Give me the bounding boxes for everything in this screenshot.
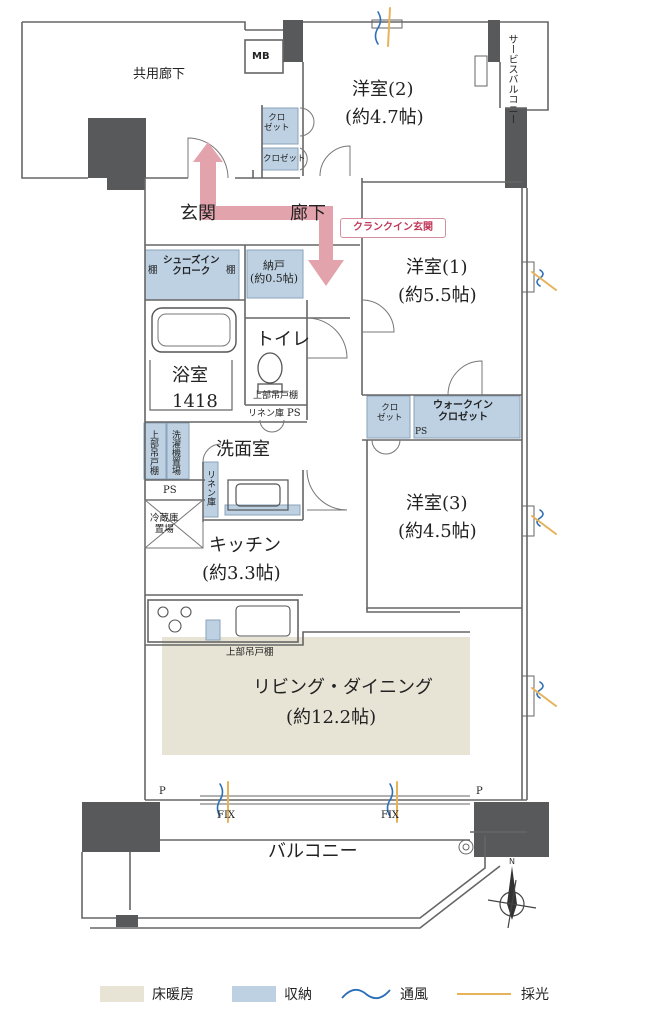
wall-lines	[21, 21, 549, 929]
balcony-label: バルコニー	[268, 841, 358, 862]
corridor-label: 共用廊下	[133, 67, 186, 82]
upper-cabinet-kitchen: 上部吊戸棚	[226, 647, 274, 658]
room1-name: 洋室(1)	[406, 257, 468, 278]
fridge-label: 冷蔵庫 置場	[150, 513, 179, 535]
ps-c-label: PS	[163, 485, 177, 496]
legend-floor-heating-label: 床暖房	[152, 987, 194, 1003]
storeroom-label: 納戸 (約0.5帖)	[250, 259, 299, 285]
daylight-icon	[457, 993, 511, 995]
ps-b-label: PS	[415, 427, 428, 437]
living-name: リビング・ダイニング	[253, 677, 433, 698]
hallway-label: 廊下	[290, 203, 326, 224]
bathtub	[149, 307, 237, 411]
ventilation-markers	[216, 7, 557, 823]
walls	[82, 20, 549, 927]
closet-a: クロ ゼット	[264, 113, 290, 133]
shoes-in-cloak-label: シューズイン クローク	[163, 255, 220, 277]
legend-ventilation-label: 通風	[400, 987, 428, 1003]
storage-areas	[143, 107, 521, 641]
room3-name: 洋室(3)	[406, 493, 468, 514]
legend-ventilation: 通風	[340, 983, 428, 1005]
entrance-label: 玄関	[180, 203, 216, 224]
room2-name: 洋室(2)	[352, 79, 414, 100]
washbasin	[227, 479, 289, 511]
storage-swatch	[232, 986, 276, 1002]
p-left-label: P	[159, 786, 166, 797]
legend-storage: 収納	[232, 983, 312, 1005]
shelf-left-label: 棚	[148, 265, 158, 276]
toilet-fixture	[257, 352, 283, 393]
toilet-label: トイレ	[256, 329, 310, 350]
legend-daylight-label: 採光	[521, 987, 549, 1003]
p-right-label: P	[476, 786, 483, 797]
fix-left-label: FIX	[217, 810, 236, 821]
linen-b-label: リネン庫	[205, 470, 215, 506]
ventilation-icon	[341, 988, 391, 1000]
room3-size: (約4.5帖)	[398, 521, 477, 542]
svg-text:N: N	[509, 857, 515, 866]
kitchen-size: (約3.3帖)	[202, 563, 281, 584]
closet-b: クロゼット	[263, 154, 306, 164]
bath-name: 浴室	[172, 365, 208, 386]
room1-size: (約5.5帖)	[398, 285, 477, 306]
linen-a-label: リネン庫	[248, 409, 285, 419]
drain-icon	[458, 839, 474, 855]
kitchen-name: キッチン	[209, 535, 281, 556]
bath-size: 1418	[172, 391, 218, 412]
walk-in-closet-label: ウォークイン クロゼット	[433, 400, 493, 423]
service-balcony-label: サービスバルコニー	[506, 34, 517, 124]
upper-cabinet-toilet: 上部吊戸棚	[253, 391, 299, 401]
closet-c: クロ ゼット	[377, 403, 403, 423]
floor-heating-area	[162, 637, 470, 755]
washer-label: 洗濯機置場	[170, 429, 180, 475]
upper-cabinet-vert: 上部吊戸棚	[148, 429, 158, 475]
legend-storage-label: 収納	[284, 987, 312, 1003]
living-size: (約12.2帖)	[286, 707, 377, 728]
fridge-space	[144, 499, 204, 549]
room2-size: (約4.7帖)	[345, 107, 424, 128]
shelf-right-label: 棚	[226, 265, 236, 276]
compass-icon: N	[487, 857, 537, 929]
mb-label: MB	[252, 51, 270, 62]
legend-daylight: 採光	[455, 983, 549, 1005]
fix-right-label: FIX	[381, 810, 400, 821]
stove	[157, 605, 291, 637]
floor-heating-swatch	[100, 986, 144, 1002]
entry-arrow	[193, 142, 344, 286]
washroom-label: 洗面室	[216, 439, 270, 460]
doors	[187, 107, 483, 511]
walk-in-entrance-badge: クランクイン玄関	[340, 218, 446, 238]
windows	[200, 19, 535, 805]
ps-a-label: PS	[287, 408, 301, 419]
legend-floor-heating: 床暖房	[100, 983, 194, 1005]
